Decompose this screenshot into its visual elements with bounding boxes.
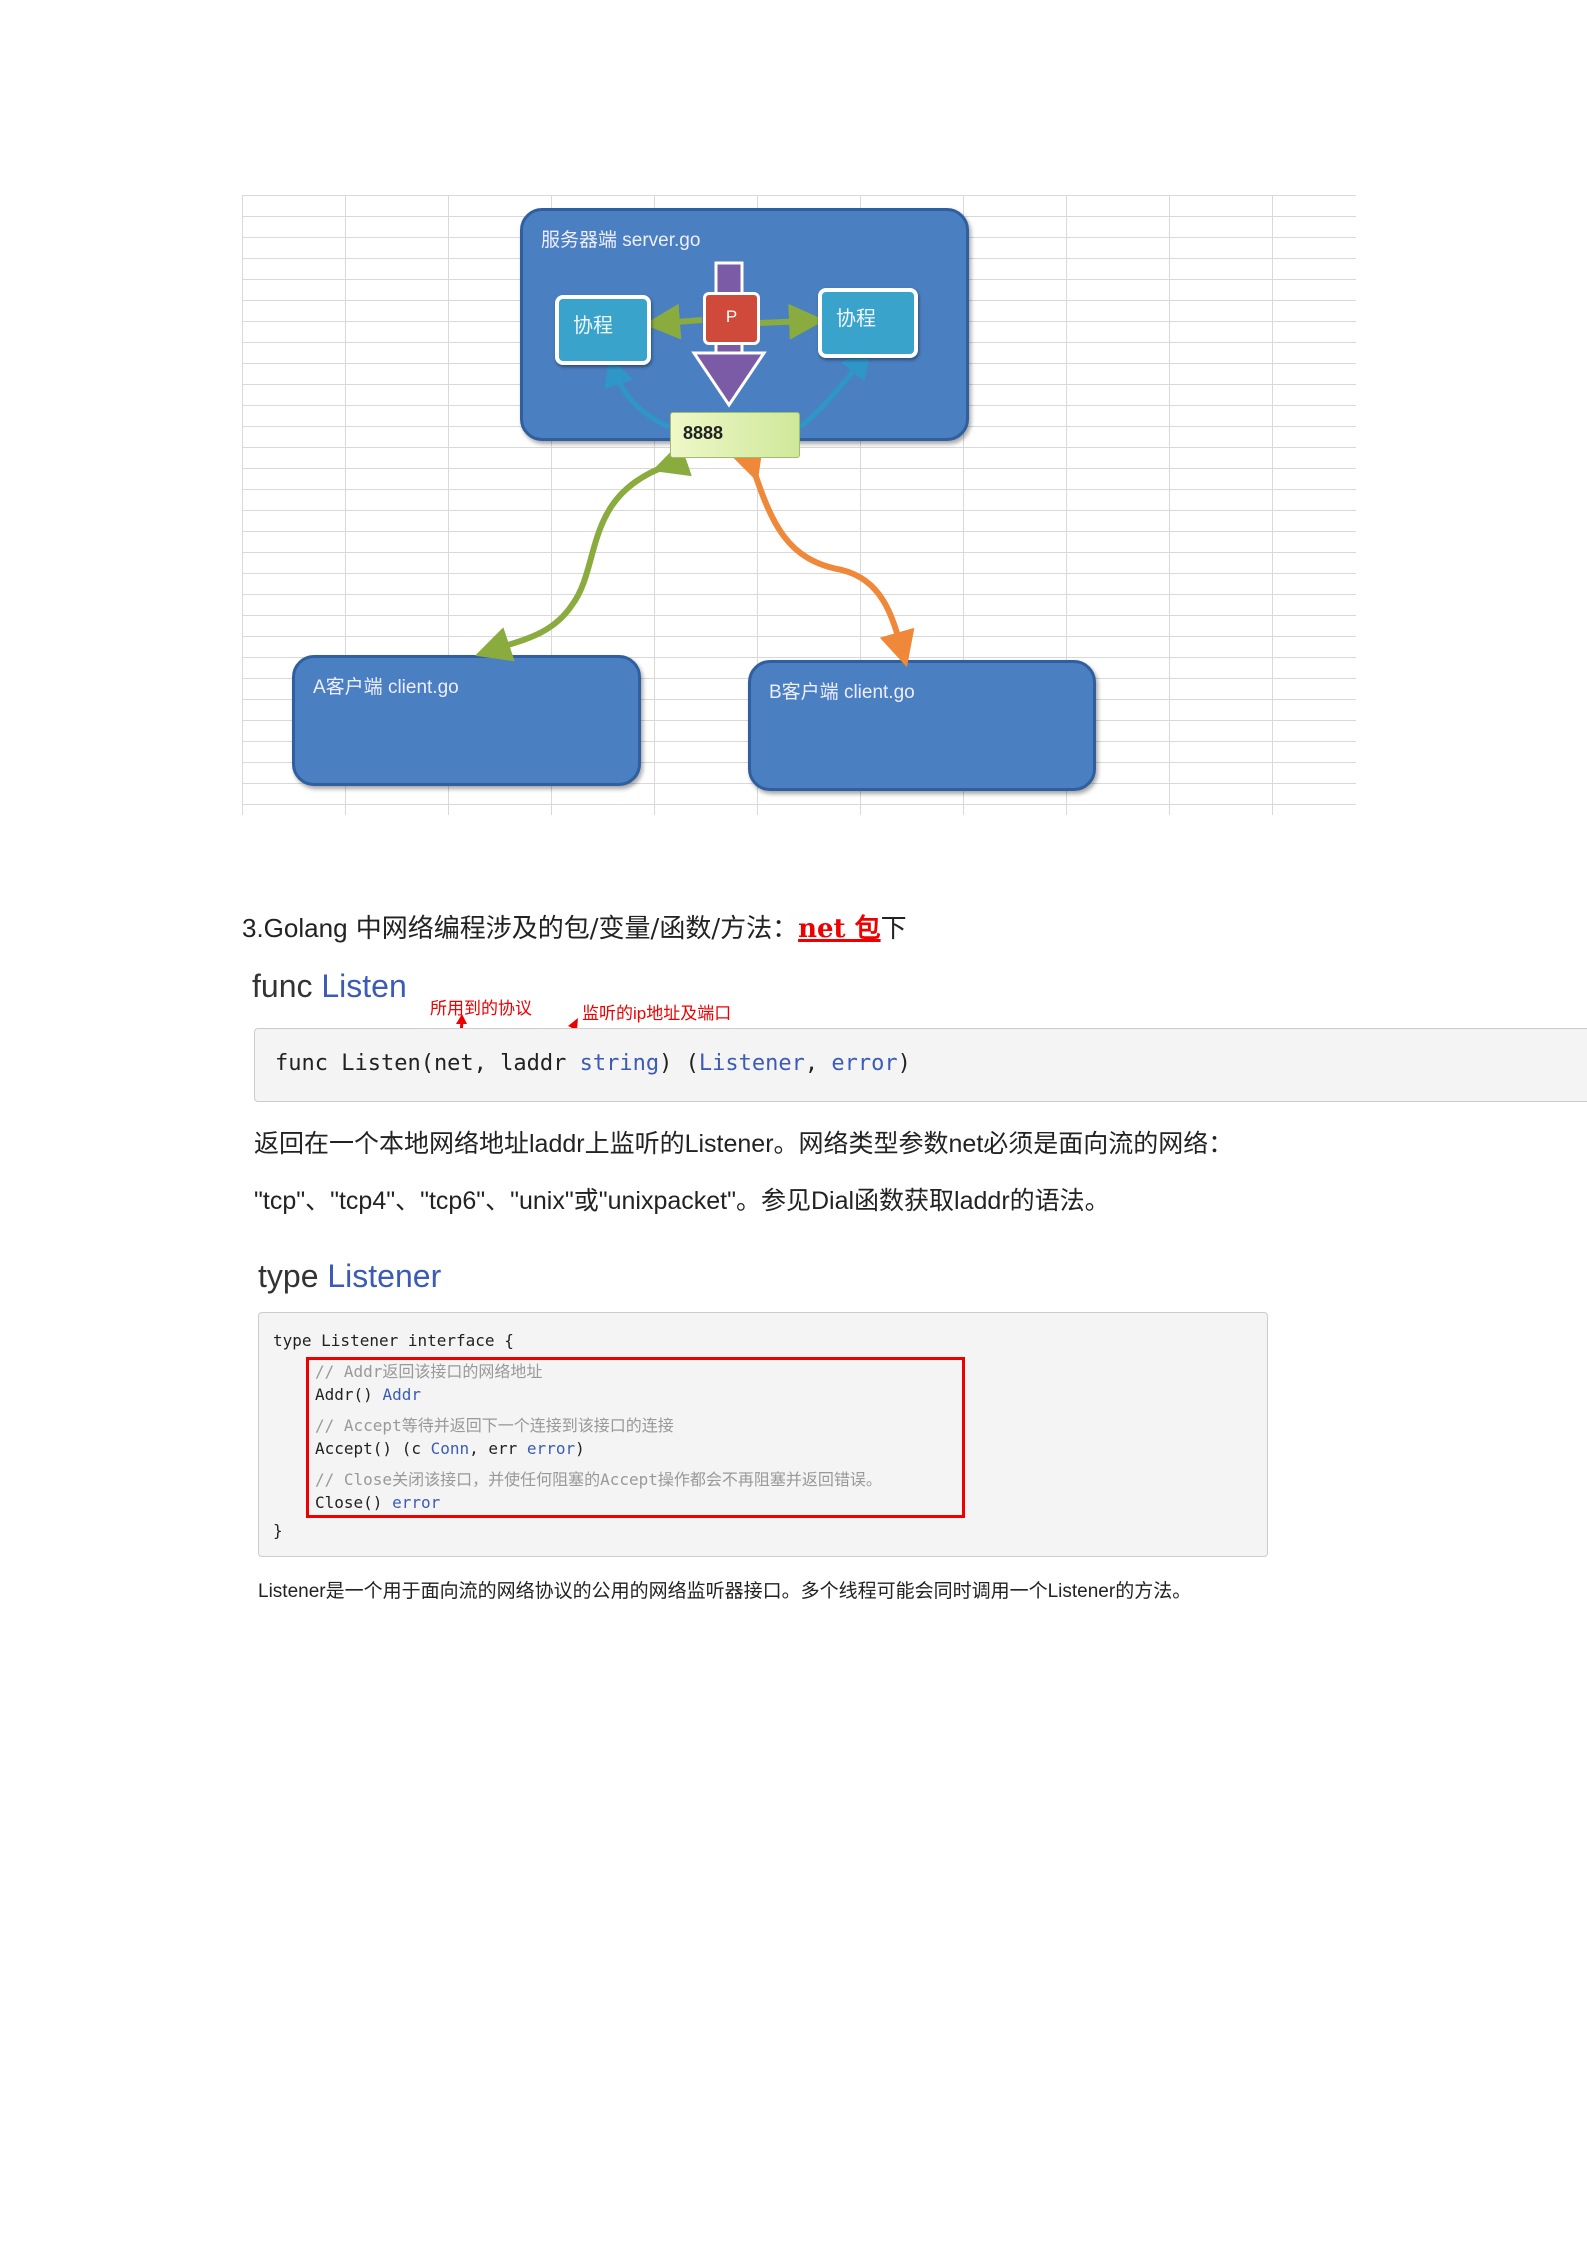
code-type: string [579,1051,660,1076]
blue-arrow-right [798,348,872,429]
section-3-heading: 3.Golang 中网络编程涉及的包/变量/函数/方法：net 包下 [242,908,907,945]
diagram-connectors [474,261,915,668]
section-text: 中网络编程涉及的包/变量/函数/方法： [347,914,799,944]
coroutine-right-box: 协程 [818,288,918,358]
p-label: P [725,307,738,326]
orange-arrow-client-b [729,442,915,668]
code-type: Conn [430,1439,470,1458]
network-diagram: 服务器端 server.go A客户端 client.go B客户端 clien… [242,195,1356,815]
code-type: Addr [382,1385,421,1404]
purple-arrow-head [691,351,767,408]
client-b-label: B客户端 client.go [769,682,915,703]
section-number: 3.Golang [242,913,348,943]
listener-description: Listener是一个用于面向流的网络协议的公用的网络监听器接口。多个线程可能会… [258,1581,1192,1602]
code-text: Close() [315,1493,393,1512]
server-label: 服务器端 server.go [541,230,701,251]
code-comment: // Close关闭该接口，并使任何阻塞的Accept操作都会不再阻塞并返回错误… [315,1470,882,1489]
green-arrow-client-a [474,442,692,662]
code-comment: // Addr返回该接口的网络地址 [315,1362,543,1381]
code-text: , err [469,1439,527,1458]
section-tail: 下 [880,914,907,944]
net-package-link: net 包 [798,914,881,944]
coroutine-left-label: 协程 [573,315,613,337]
func-listen-heading: func Listen [252,968,407,1005]
highlight-box [306,1357,965,1518]
code-text: Accept() (c [315,1439,431,1458]
coroutine-right-label: 协程 [836,308,876,330]
code-type: error [831,1051,898,1076]
client-b-box: B客户端 client.go [748,660,1096,791]
blue-arrow-left [604,355,671,430]
listen-description-2: "tcp"、"tcp4"、"tcp6"、"unix"或"unixpacket"。… [254,1187,1110,1215]
listener-interface-code: type Listener interface { // Addr返回该接口的网… [258,1312,1268,1557]
code-type: error [526,1439,576,1458]
coroutine-left-box: 协程 [555,295,651,365]
code-comment: // Accept等待并返回下一个连接到该接口的连接 [315,1416,674,1435]
code-text: Addr() [315,1385,383,1404]
code-line: Accept() (c Conn, err error) [315,1439,585,1458]
code-type: Listener [698,1051,805,1076]
listen-signature-code: func Listen(net, laddr string) (Listener… [254,1028,1587,1102]
code-line: Addr() Addr [315,1385,421,1404]
client-a-box: A客户端 client.go [292,655,641,786]
port-label: 8888 [683,423,724,443]
code-text: ) ( [659,1051,699,1076]
code-text: ) [897,1051,911,1076]
client-a-label: A客户端 client.go [313,677,459,698]
listen-link[interactable]: Listen [321,968,407,1004]
type-listener-heading: type Listener [258,1258,441,1295]
green-arrow-left [644,303,703,340]
listen-description-1: 返回在一个本地网络地址laddr上监听的Listener。网络类型参数net必须… [254,1130,1234,1158]
code-type: error [392,1493,441,1512]
code-text: func Listen(net, laddr [275,1051,580,1076]
listener-link[interactable]: Listener [327,1258,442,1294]
code-line: } [273,1521,283,1540]
green-arrow-right [759,303,825,340]
port-box: 8888 [670,412,800,458]
code-text: , [804,1051,832,1076]
annotation-address: 监听的ip地址及端口 [582,1004,732,1023]
p-box: P [703,292,760,345]
code-line: type Listener interface { [273,1331,514,1350]
heading-prefix: type [258,1258,328,1294]
code-text: ) [575,1439,585,1458]
heading-prefix: func [252,968,322,1004]
annotation-protocol: 所用到的协议 [430,999,532,1018]
code-line: Close() error [315,1493,440,1512]
